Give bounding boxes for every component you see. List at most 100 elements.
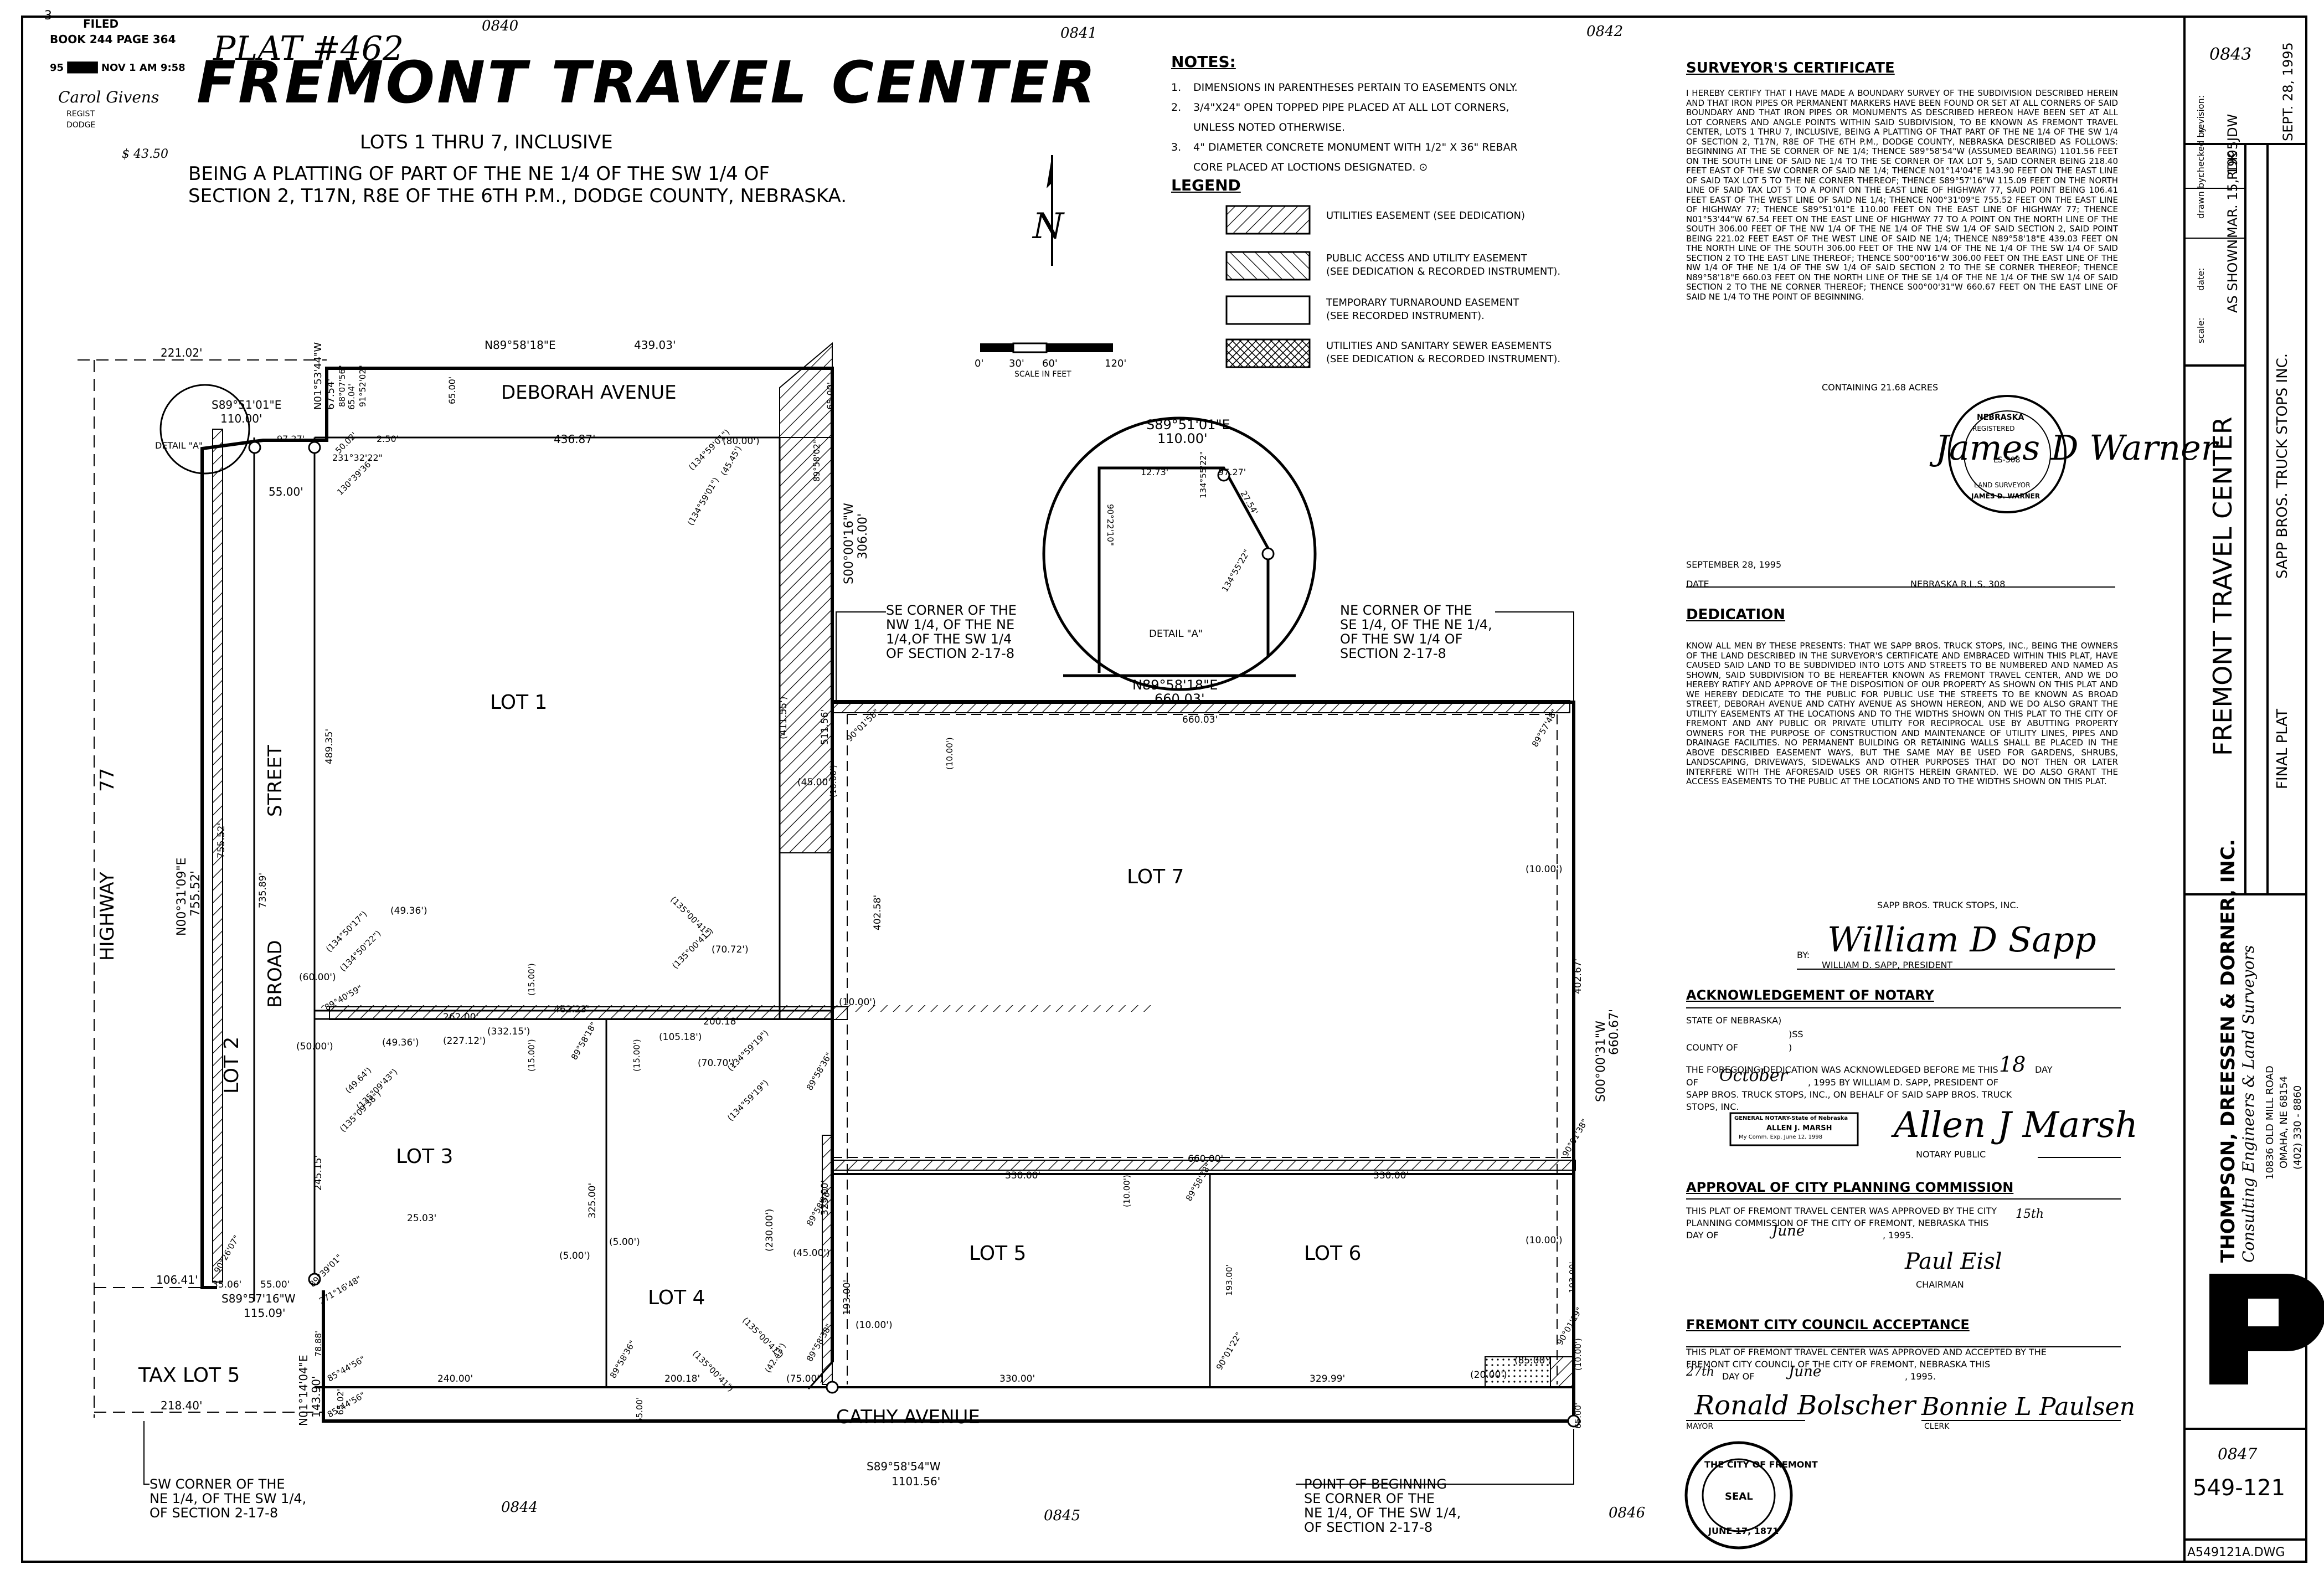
- tb-checked-label: checked by:: [2196, 125, 2206, 177]
- dim-85-44-56a: 85°44'56": [326, 1354, 367, 1383]
- surveyor-rls: NEBRASKA R.L.S. 308: [1910, 579, 2006, 589]
- dim-49-36: (49.36'): [382, 1037, 419, 1048]
- notary-state: STATE OF NEBRASKA): [1686, 1015, 1782, 1026]
- planning-title: APPROVAL OF CITY PLANNING COMMISSION: [1686, 1180, 2014, 1195]
- dim-106-41: 106.41': [156, 1273, 198, 1286]
- dim-735-89: 735.89': [257, 873, 269, 908]
- note-1-text: DIMENSIONS IN PARENTHESES PERTAIN TO EAS…: [1193, 81, 1518, 94]
- dim-218-40: 218.40': [161, 1399, 202, 1412]
- notary-signature: Allen J Marsh: [1894, 1105, 2138, 1146]
- dim-80: (80.00'): [723, 436, 760, 447]
- surveyor-signature: James D Warner: [1929, 428, 2219, 468]
- dim-10f: (10.00'): [1526, 1235, 1563, 1246]
- dim-193b: 193.00': [1224, 1264, 1234, 1296]
- scale-tick-30: 30': [1009, 358, 1024, 369]
- dim-462-23: 462.23': [554, 1004, 589, 1015]
- dim-88-07: 88°07'56": [337, 365, 347, 407]
- dim-s00-00-31: S00°00'31"W: [1594, 1021, 1608, 1102]
- ne-corner-callout-4: SECTION 2-17-8: [1340, 646, 1446, 661]
- dim-25-03: 25.03': [407, 1213, 436, 1224]
- cathy-avenue-label: CATHY AVENUE: [836, 1406, 980, 1428]
- dim-65-dl: 65.00': [447, 377, 457, 404]
- se-corner-callout-1: SE CORNER OF THE: [886, 603, 1017, 618]
- lot-4-label: LOT 4: [648, 1286, 705, 1309]
- tb-scale: AS SHOWN: [2225, 239, 2240, 313]
- city-seal-mid: SEAL: [1725, 1491, 1753, 1502]
- dim-134-59-19a: (134°59'19"): [725, 1028, 770, 1073]
- subtitle: LOTS 1 THRU 7, INCLUSIVE: [360, 131, 613, 153]
- tb-date-label: date:: [2196, 268, 2206, 291]
- mayor-signature: Ronald Bolscher: [1694, 1390, 1916, 1421]
- council-text-c: DAY OF: [1722, 1371, 1755, 1382]
- dim-1101-56: 1101.56': [892, 1475, 940, 1488]
- dim-89-58-38: 89°58'38": [805, 1322, 834, 1363]
- dim-15b: (15.00'): [527, 1039, 537, 1072]
- sheet-ref-0844: 0844: [501, 1499, 538, 1516]
- dim-436-87: 436.87': [554, 433, 595, 446]
- notary-stamp-1: GENERAL NOTARY-State of Nebraska: [1734, 1115, 1848, 1121]
- lot-7-label: LOT 7: [1127, 866, 1184, 888]
- dim-65-dr: 65.00': [825, 382, 836, 410]
- scale-label: SCALE IN FEET: [1014, 370, 1071, 379]
- dim-s89-51-01: S89°51'01"E: [212, 398, 281, 411]
- note-2b: UNLESS NOTED OTHERWISE.: [1171, 117, 1642, 137]
- pob-callout-4: OF SECTION 2-17-8: [1304, 1520, 1432, 1535]
- clerk-signature: Carol Givens: [58, 88, 159, 106]
- dim-89-57-48: 89°57'48": [1530, 707, 1559, 749]
- dim-227-12: (227.12'): [443, 1036, 486, 1047]
- se-corner-callout-2: NW 1/4, OF THE NE: [886, 617, 1014, 632]
- dim-135-00-41b: (135°00'41"): [668, 894, 713, 939]
- owner-signature: William D Sapp: [1827, 919, 2096, 960]
- dim-15a: (15.00'): [527, 963, 537, 996]
- dim-85: (85.00'): [1514, 1355, 1552, 1366]
- sheet-ref-0845: 0845: [1044, 1507, 1080, 1524]
- stamp-line-1: REGIST: [66, 110, 95, 119]
- dim-49-36b: (49.36'): [390, 905, 427, 917]
- clerk-signature: Bonnie L Paulsen: [1921, 1393, 2136, 1421]
- council-title: FREMONT CITY COUNCIL ACCEPTANCE: [1686, 1317, 1970, 1332]
- dedication-owner: SAPP BROS. TRUCK STOPS, INC.: [1877, 900, 2019, 910]
- detail-label: DETAIL "A": [1149, 628, 1203, 640]
- dim-65-cb: 65.00': [1573, 1403, 1583, 1429]
- highway-number: 77: [96, 768, 118, 792]
- se-corner-callout-3: 1/4,OF THE SW 1/4: [886, 631, 1012, 647]
- dim-134-59-19b: (134°59'19"): [725, 1078, 770, 1123]
- dedication-title: DEDICATION: [1686, 606, 1786, 623]
- tb-scale-label: scale:: [2196, 317, 2206, 343]
- dim-n00-31-09: N00°31'09"E: [175, 857, 189, 936]
- dim-70-70: (70.70'): [698, 1058, 735, 1069]
- council-text-b: FREMONT CITY COUNCIL OF THE CITY OF FREM…: [1686, 1359, 1991, 1370]
- detail-bearing: S89°51'01"E: [1146, 417, 1230, 433]
- tb-job: 549-121: [2193, 1475, 2285, 1501]
- planning-year: , 1995.: [1883, 1230, 1914, 1240]
- surveyor-title: SURVEYOR'S CERTIFICATE: [1686, 60, 1895, 76]
- lot-1-label: LOT 1: [490, 691, 547, 714]
- council-mayor: MAYOR: [1686, 1422, 1714, 1431]
- dim-65-02: 65.02': [336, 1389, 346, 1415]
- notary-text-b: , 1995 BY WILLIAM D. SAPP, PRESIDENT OF: [1808, 1077, 1999, 1088]
- pob-callout-1: POINT OF BEGINNING: [1304, 1476, 1447, 1492]
- council-clerk: CLERK: [1924, 1422, 1950, 1431]
- dim-755-52b: 755.52': [216, 823, 227, 858]
- tb-revision-label: revision:: [2196, 95, 2206, 133]
- planning-text-b: PLANNING COMMISSION OF THE CITY OF FREMO…: [1686, 1218, 1989, 1228]
- dim-10g: (10.00'): [828, 765, 838, 797]
- dim-2-50: 2.50': [377, 434, 399, 444]
- tb-client: SAPP BROS. TRUCK STOPS INC.: [2274, 353, 2291, 579]
- notary-stamp-2: ALLEN J. MARSH: [1766, 1124, 1832, 1133]
- filed-stamp-1: FILED: [83, 17, 118, 30]
- dim-193c: 193.00': [1568, 1262, 1578, 1293]
- tb-file: A549121A.DWG: [2187, 1546, 2285, 1559]
- dim-91-52: 91°52'02": [358, 365, 368, 407]
- detail-distance: 110.00': [1157, 431, 1208, 446]
- dim-5a: (5.00'): [609, 1237, 640, 1248]
- dim-75: (75.00'): [786, 1373, 823, 1384]
- dim-330b: 330.00': [1005, 1170, 1040, 1181]
- dim-245-15: 245.15': [313, 1155, 324, 1191]
- dim-325b: 325.00': [820, 1180, 831, 1216]
- callout-leaders: [143, 611, 1574, 1485]
- lot-corner-monuments: [248, 441, 1580, 1428]
- notary-title: ACKNOWLEDGEMENT OF NOTARY: [1686, 987, 1934, 1003]
- dim-s00-00-16: S00°00'16"W: [842, 503, 856, 584]
